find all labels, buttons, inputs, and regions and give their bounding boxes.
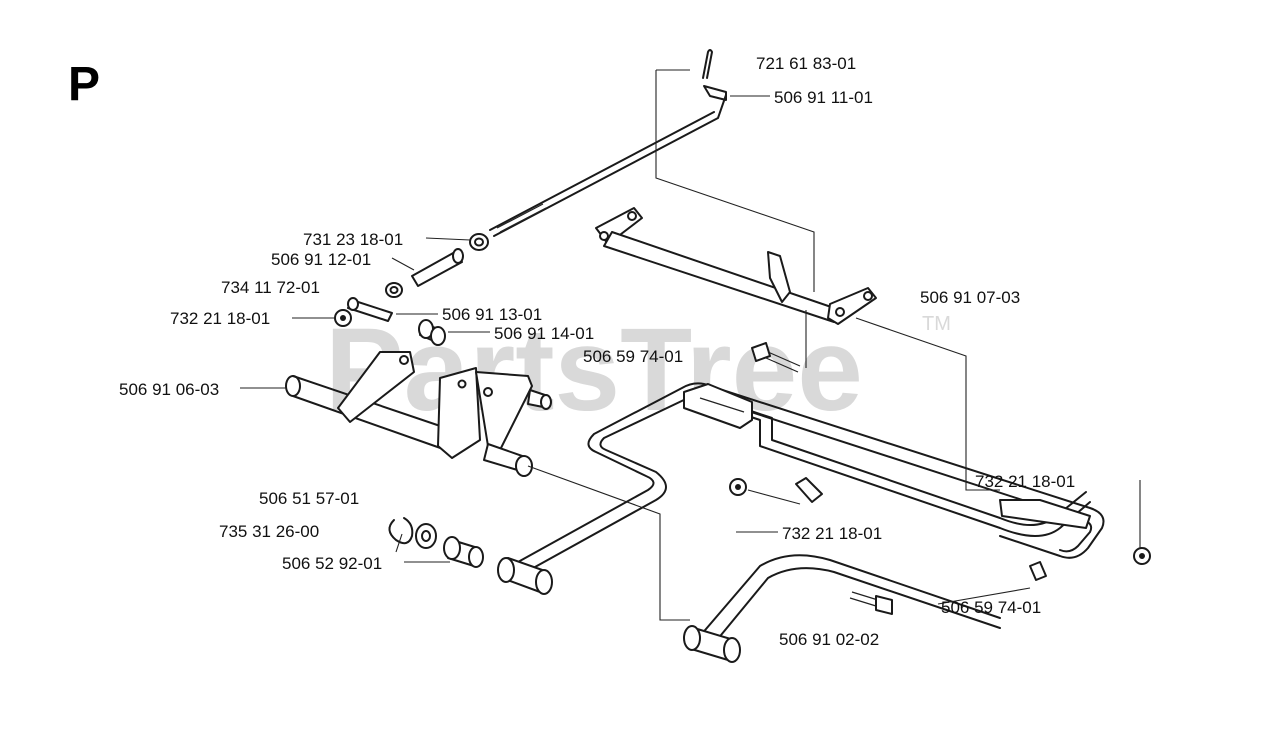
washer-part <box>415 523 437 549</box>
part-label-506-91-13-01: 506 91 13-01 <box>442 305 542 324</box>
control-rod-part <box>489 85 727 237</box>
bolt-upper-part <box>751 342 801 373</box>
nut-left-part <box>334 309 352 327</box>
lower-pivot-shaft-part <box>285 351 552 477</box>
pin-part <box>347 297 393 322</box>
upper-pivot-shaft-part <box>595 207 877 325</box>
watermark: PartsTree <box>325 304 863 436</box>
part-label-506-91-06-03: 506 91 06-03 <box>119 380 219 399</box>
bushing-right-frame-part <box>683 625 741 663</box>
part-label-506-91-11-01: 506 91 11-01 <box>774 88 873 107</box>
nut-middle-part <box>729 478 747 496</box>
bushing-left-frame-part <box>497 557 553 595</box>
main-frame-part <box>517 382 1105 647</box>
watermark-tm: TM <box>922 313 951 335</box>
section-letter: P <box>68 58 100 111</box>
part-label-732-21-18-01-right: 732 21 18-01 <box>975 472 1075 491</box>
bushing-part <box>418 319 446 346</box>
part-label-506-51-57-01: 506 51 57-01 <box>259 489 359 508</box>
spacer-part <box>443 536 484 568</box>
sleeve-part <box>411 248 464 287</box>
part-label-506-59-74-01-bottom: 506 59 74-01 <box>941 598 1041 617</box>
part-label-506-52-92-01: 506 52 92-01 <box>282 554 382 573</box>
part-label-506-91-14-01: 506 91 14-01 <box>494 324 594 343</box>
bolt-lower-part <box>849 591 893 615</box>
nut-right-part <box>1133 547 1151 565</box>
leader-lines <box>240 69 1141 621</box>
part-label-732-21-18-01-middle: 732 21 18-01 <box>782 524 882 543</box>
part-label-731-23-18-01: 731 23 18-01 <box>303 230 403 249</box>
part-label-506-59-74-01-top: 506 59 74-01 <box>583 347 683 366</box>
cotter-pin-part <box>702 49 713 79</box>
part-label-506-91-07-03: 506 91 07-03 <box>920 288 1020 307</box>
spring-clip-part <box>388 517 414 545</box>
nut-734-part <box>385 282 403 298</box>
part-label-734-11-72-01: 734 11 72-01 <box>221 278 320 297</box>
part-label-721-61-83-01: 721 61 83-01 <box>756 54 856 73</box>
part-label-735-31-26-00: 735 31 26-00 <box>219 522 319 541</box>
part-label-506-91-02-02: 506 91 02-02 <box>779 630 879 649</box>
part-labels: 721 61 83-01 506 91 11-01 731 23 18-01 5… <box>119 54 1075 649</box>
nut-731-part <box>469 233 489 251</box>
part-label-732-21-18-01-left: 732 21 18-01 <box>170 309 270 328</box>
part-label-506-91-12-01: 506 91 12-01 <box>271 250 371 269</box>
